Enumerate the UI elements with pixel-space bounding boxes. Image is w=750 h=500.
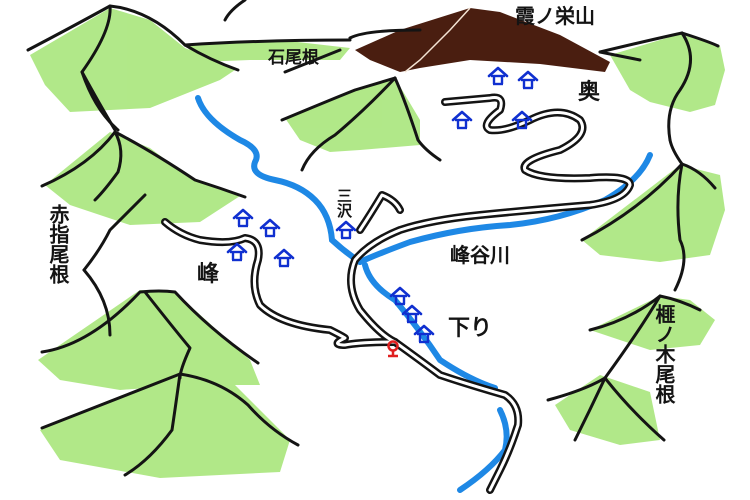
ridge-left-label: 赤指尾根 [46, 204, 70, 284]
roads [161, 93, 634, 494]
ridge-lines [26, 0, 720, 477]
hut-icon [389, 286, 411, 306]
hut-icon [451, 110, 473, 130]
river-label: 峰谷川 [450, 243, 510, 267]
ridge-top-label: 石尾根 [268, 48, 319, 68]
hut-icon [517, 70, 539, 90]
hut-icon [232, 208, 254, 228]
hut-icon [413, 324, 435, 344]
hut-icon [335, 220, 357, 240]
hut-icon [511, 110, 533, 130]
area-misawa-label: 三沢 [335, 188, 353, 218]
hut-icon [259, 218, 281, 238]
hut-icon [487, 66, 509, 86]
ridge-right-label: 榧ノ木尾根 [652, 304, 676, 404]
hut-icon [226, 242, 248, 262]
summit-label: 霞ノ栄山 [515, 4, 595, 28]
summit-shading [355, 8, 610, 72]
hut-icon [273, 248, 295, 268]
area-touge-label: 峰 [197, 262, 220, 287]
area-kudari-label: 下り [448, 316, 493, 341]
hut-icon [401, 304, 423, 324]
area-oku-label: 奥 [578, 80, 601, 105]
red-marker-icon [387, 340, 399, 358]
